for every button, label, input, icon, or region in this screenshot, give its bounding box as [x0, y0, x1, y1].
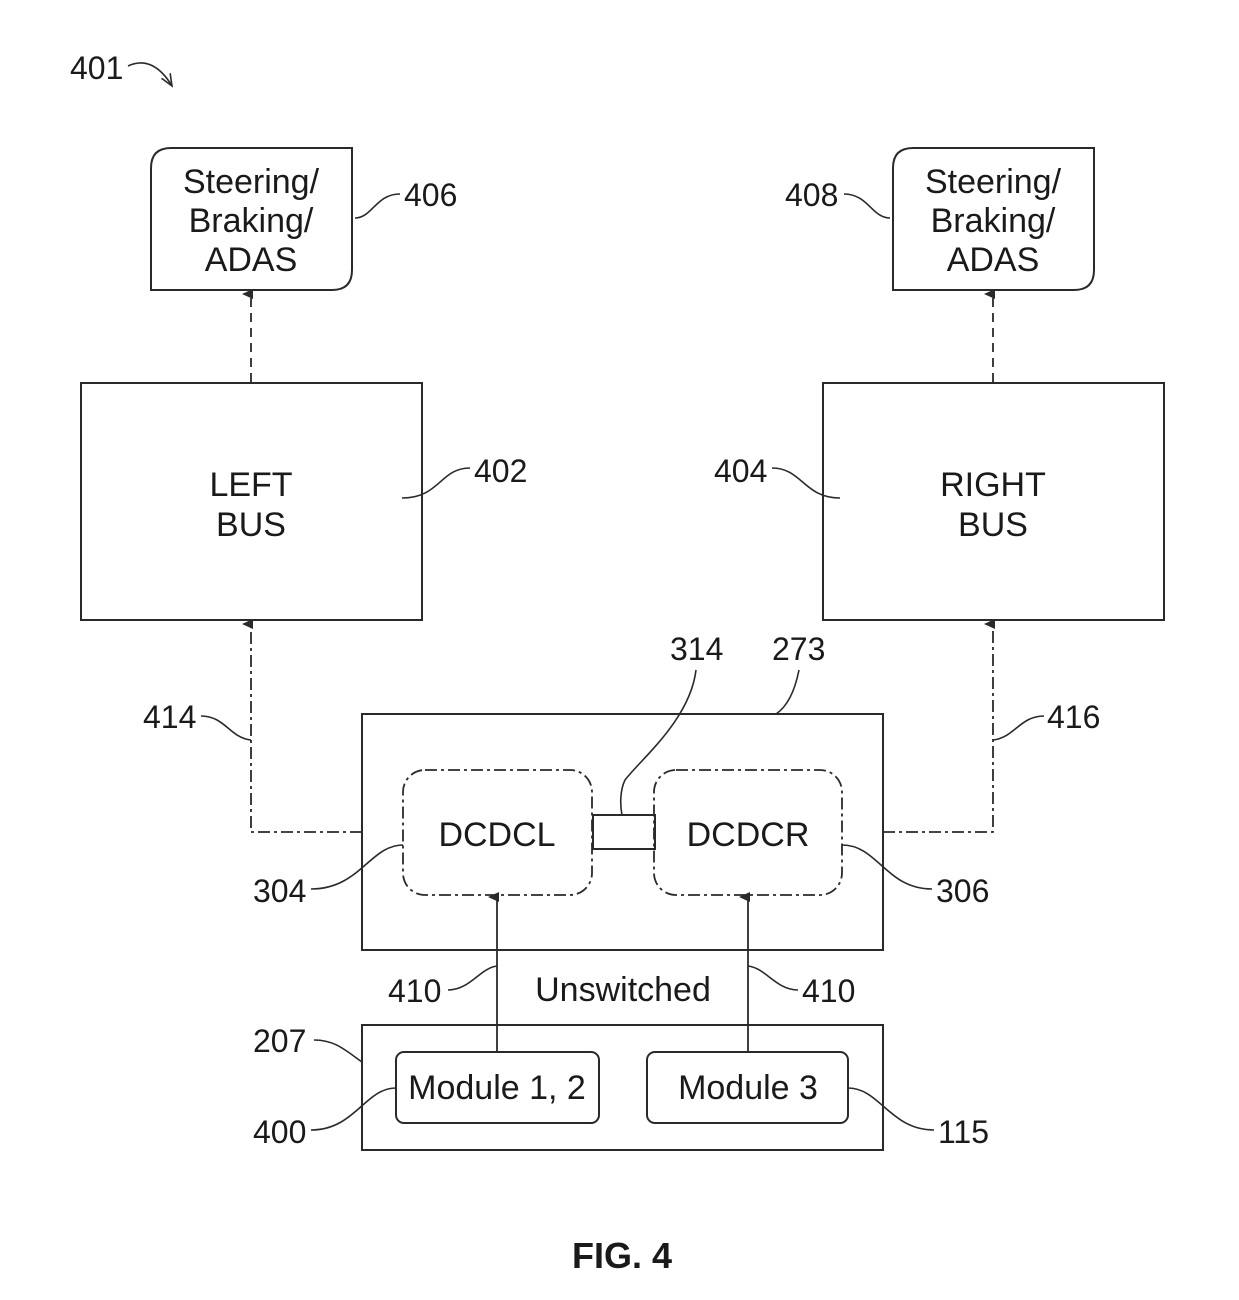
leader-304 [310, 844, 404, 890]
converter-unit-outline [361, 713, 884, 951]
left-load-line-3: ADAS [205, 241, 298, 279]
left-load-outline [150, 147, 353, 291]
left-path-414 [242, 619, 362, 833]
ref-400: 400 [253, 1114, 306, 1150]
figure-label: FIG. 4 [572, 1235, 672, 1276]
dcdcl-label: DCDCL [438, 816, 555, 854]
right-bus-line-2: BUS [958, 506, 1028, 544]
leader-410-right [747, 965, 799, 991]
leader-402 [401, 467, 471, 499]
ref-410-right: 410 [802, 973, 855, 1009]
link-314: 314 [592, 631, 723, 850]
battery-pack-box: 207 [253, 1023, 884, 1151]
ref-406: 406 [404, 177, 457, 213]
left-bus-line-1: LEFT [209, 466, 292, 504]
leader-414 [200, 715, 252, 741]
battery-pack-outline [361, 1024, 884, 1151]
leader-416 [992, 715, 1045, 741]
ref-115: 115 [938, 1114, 989, 1150]
ref-314: 314 [670, 631, 723, 667]
ref-402: 402 [474, 453, 527, 489]
leader-314 [619, 669, 697, 816]
left-load-line-1: Steering/ [183, 163, 320, 201]
dcdcl-box: DCDCL 304 [253, 769, 593, 909]
leader-115 [847, 1087, 935, 1131]
module-3-label: Module 3 [678, 1069, 818, 1107]
leader-273 [775, 669, 800, 715]
system-reference: 401 [70, 50, 172, 86]
ref-416: 416 [1047, 699, 1100, 735]
ref-401: 401 [70, 50, 123, 86]
ref-273: 273 [772, 631, 825, 667]
right-load-line-2: Braking/ [931, 202, 1056, 240]
right-path-416 [883, 619, 995, 833]
dcdcl-outline [402, 769, 593, 896]
dcdcr-label: DCDCR [687, 816, 810, 854]
ref-207: 207 [253, 1023, 306, 1059]
converter-unit-box: 273 [361, 631, 884, 951]
leader-207 [313, 1039, 363, 1063]
module-1-2-label: Module 1, 2 [408, 1069, 586, 1107]
dcdcr-outline [653, 769, 843, 896]
module-3-box: Module 3 115 [646, 1051, 989, 1150]
left-bus-box: LEFT BUS 402 [80, 382, 527, 621]
link-rect [592, 814, 656, 850]
right-bus-line-1: RIGHT [940, 466, 1046, 504]
ref-408: 408 [785, 177, 838, 213]
right-load-line-1: Steering/ [925, 163, 1062, 201]
leader-408 [843, 193, 891, 219]
left-load-line-2: Braking/ [189, 202, 314, 240]
left-bus-line-2: BUS [216, 506, 286, 544]
right-load-line-3: ADAS [947, 241, 1040, 279]
ref-404: 404 [714, 453, 767, 489]
left-load-box: Steering/ Braking/ ADAS 406 [150, 147, 457, 291]
dcdcr-box: DCDCR 306 [653, 769, 989, 909]
ref-306: 306 [936, 873, 989, 909]
leader-400 [310, 1087, 397, 1131]
leader-404 [771, 467, 841, 499]
leader-306 [841, 844, 933, 890]
ref-410-left: 410 [388, 973, 441, 1009]
unswitched-label: Unswitched [535, 971, 711, 1009]
module-1-2-box: Module 1, 2 400 [253, 1051, 600, 1150]
leader-406 [354, 193, 401, 219]
leader-410-left [447, 965, 498, 991]
ref-304: 304 [253, 873, 306, 909]
ref-414: 414 [143, 699, 196, 735]
right-bus-box: RIGHT BUS 404 [714, 382, 1165, 621]
right-load-box: Steering/ Braking/ ADAS 408 [785, 147, 1095, 291]
right-load-outline [892, 147, 1095, 291]
leader-401 [127, 62, 172, 86]
